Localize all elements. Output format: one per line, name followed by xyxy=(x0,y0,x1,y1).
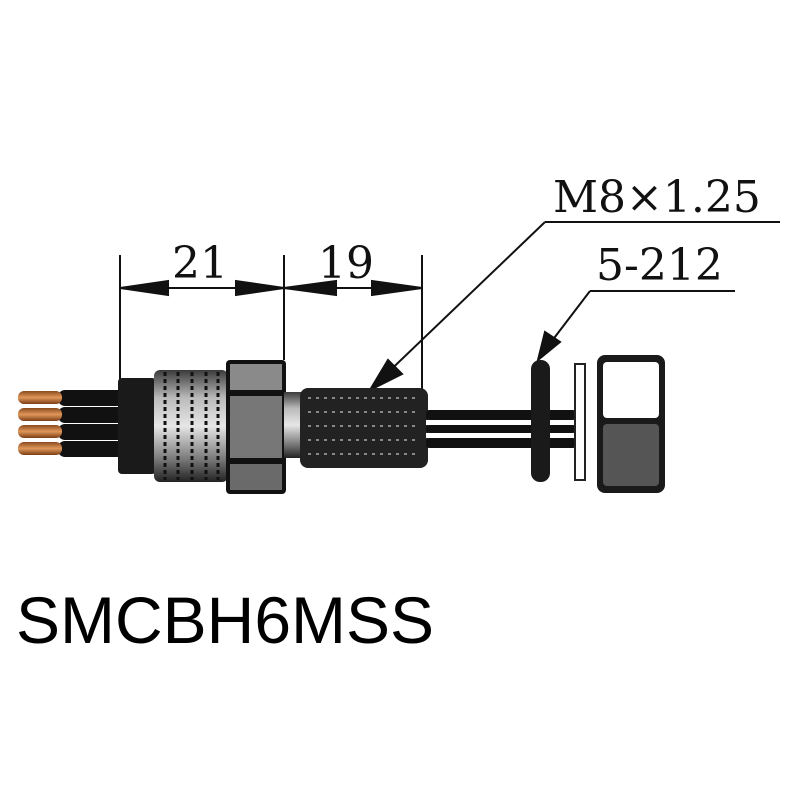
callout-leaders xyxy=(367,221,780,393)
dimension-21-label: 21 xyxy=(172,238,228,289)
front-thread xyxy=(284,388,428,468)
hex-nut xyxy=(226,360,286,494)
dimension-lines xyxy=(119,255,423,395)
body-thread xyxy=(154,370,228,482)
cap-nut xyxy=(597,355,665,493)
pins xyxy=(426,410,576,448)
model-name: SMCBH6MSS xyxy=(16,583,435,657)
rear-collar xyxy=(118,378,156,474)
callout-oring-label: 5-212 xyxy=(596,240,723,291)
callout-thread-label: M8×1.25 xyxy=(553,172,761,223)
dimension-19-label: 19 xyxy=(318,238,374,289)
o-ring xyxy=(531,360,550,482)
washer xyxy=(574,363,586,481)
